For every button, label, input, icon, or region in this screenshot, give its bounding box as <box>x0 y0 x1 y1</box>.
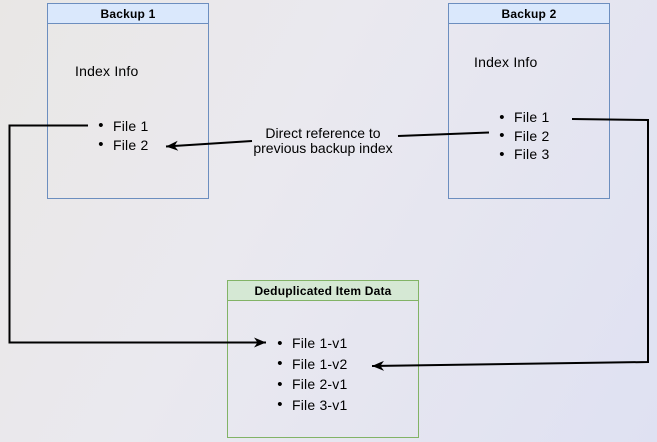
list-item: • File 1-v1 <box>272 333 347 354</box>
bullet-icon: • <box>277 334 283 352</box>
reference-annotation-line1: Direct reference to <box>265 125 381 141</box>
file-label: File 2 <box>514 127 550 144</box>
list-item: • File 2 <box>93 135 148 154</box>
file-label: File 1-v1 <box>292 335 348 352</box>
list-item: • File 2 <box>494 127 549 146</box>
bullet-icon: • <box>277 375 283 393</box>
list-item: • File 2-v1 <box>272 374 347 395</box>
file-label: File 1 <box>514 109 550 126</box>
backup1-file-list: • File 1 • File 2 <box>93 116 148 154</box>
bullet-icon: • <box>98 117 104 134</box>
file-label: File 2-v1 <box>292 376 348 393</box>
dedup-header: Deduplicated Item Data <box>228 281 418 301</box>
bullet-icon: • <box>277 396 283 414</box>
bullet-icon: • <box>98 136 104 153</box>
list-item: • File 1 <box>494 108 549 127</box>
backup2-file-list: • File 1 • File 2 • File 3 <box>494 108 549 164</box>
list-item: • File 1-v2 <box>272 354 347 375</box>
backup1-index-info-label: Index Info <box>75 63 139 79</box>
file-label: File 2 <box>113 136 149 153</box>
file-label: File 1 <box>113 117 149 134</box>
backup1-box: Backup 1 <box>47 3 209 199</box>
backup2-index-info-label: Index Info <box>474 54 538 70</box>
reference-annotation: Direct reference to previous backup inde… <box>233 126 413 156</box>
backup2-header: Backup 2 <box>449 4 609 24</box>
file-label: File 3 <box>514 146 550 163</box>
list-item: • File 1 <box>93 116 148 135</box>
bullet-icon: • <box>499 127 505 145</box>
bullet-icon: • <box>277 355 283 373</box>
backup1-header: Backup 1 <box>48 4 208 24</box>
list-item: • File 3 <box>494 145 549 164</box>
dedup-file-list: • File 1-v1 • File 1-v2 • File 2-v1 • Fi… <box>272 333 347 415</box>
list-item: • File 3-v1 <box>272 395 347 416</box>
bullet-icon: • <box>499 145 505 163</box>
file-label: File 3-v1 <box>292 396 348 413</box>
dedup-box: Deduplicated Item Data <box>227 280 419 438</box>
reference-annotation-line2: previous backup index <box>253 140 393 156</box>
bullet-icon: • <box>499 108 505 126</box>
file-label: File 1-v2 <box>292 355 348 372</box>
backup2-box: Backup 2 <box>448 3 610 199</box>
